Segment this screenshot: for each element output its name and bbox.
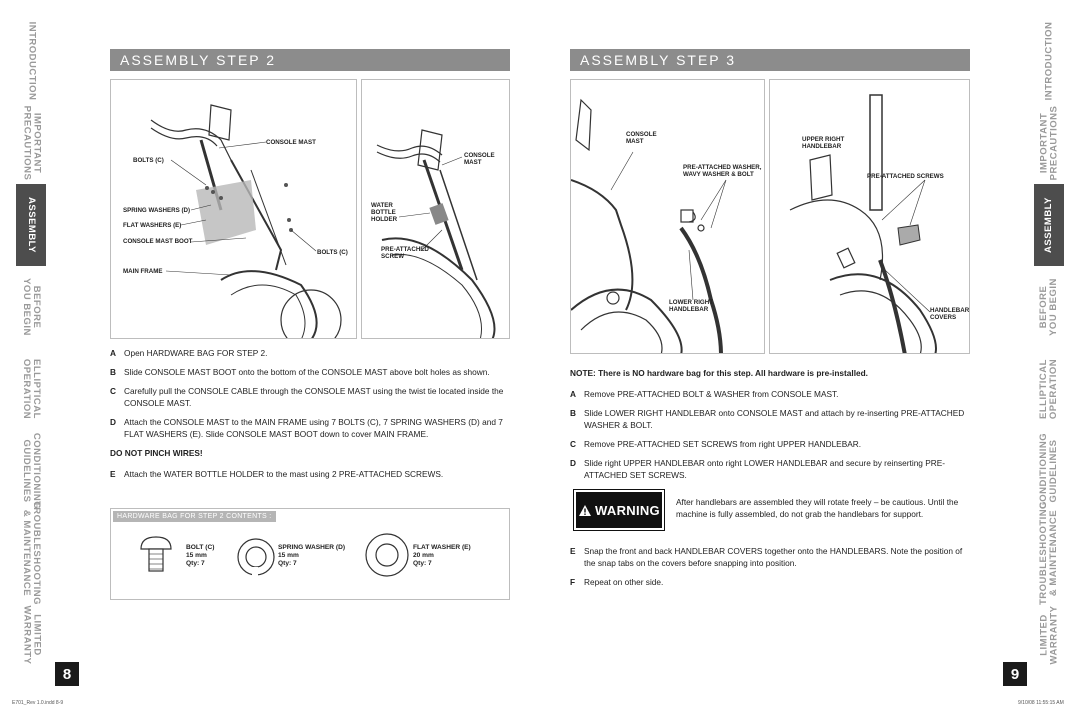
warning-triangle-icon [579,504,592,516]
label-spring-washers: SPRING WASHERS (D) [123,207,191,214]
caution-text: DO NOT PINCH WIRES! [110,448,203,458]
label-flat-washers: FLAT WASHERS (E) [123,222,182,229]
bolt-icon [140,536,172,572]
step2-diagram-main: CONSOLE MAST BOLTS (C) SPRING WASHERS (D… [110,79,357,339]
warning-text: After handlebars are assembled they will… [676,497,959,519]
label-upper-right-handlebar: UPPER RIGHT HANDLEBAR [802,136,845,150]
label-console-mast: CONSOLE MAST [266,139,316,146]
tab-important-precautions[interactable]: IMPORTANT PRECAUTIONS [21,105,42,181]
hardware-bag-title: HARDWARE BAG FOR STEP 2 CONTENTS : [113,511,276,522]
tab-important-precautions[interactable]: IMPORTANT PRECAUTIONS [1038,105,1059,181]
label-console-mast-2: CONSOLE MAST [464,152,495,166]
page-number-left: 8 [55,662,79,686]
assembly-step-3-header: ASSEMBLY STEP 3 [570,49,970,71]
right-section-tabs: INTRODUCTION IMPORTANT PRECAUTIONS ASSEM… [1034,20,1064,676]
page-number-right: 9 [1003,662,1027,686]
tab-limited-warranty[interactable]: LIMITED WARRANTY [1038,605,1060,665]
label-pre-attached-screws: PRE-ATTACHED SCREWS [867,173,944,180]
label-lower-right-handlebar: LOWER RIGHT HANDLEBAR [669,299,713,313]
tab-assembly[interactable]: ASSEMBLY [1034,184,1064,266]
left-section-tabs: INTRODUCTION IMPORTANT PRECAUTIONS ASSEM… [16,20,46,676]
label-water-bottle-holder: WATER BOTTLE HOLDER [371,202,398,223]
tab-introduction[interactable]: INTRODUCTION [1043,21,1055,101]
step2-diagram-water-bottle: CONSOLE MAST WATER BOTTLE HOLDER PRE-ATT… [361,79,510,339]
tab-elliptical-operation[interactable]: ELLIPTICAL OPERATION [1038,358,1059,420]
tab-assembly[interactable]: ASSEMBLY [16,184,46,266]
tab-introduction[interactable]: INTRODUCTION [26,21,38,101]
label-bolts: BOLTS (C) [133,157,164,164]
flat-washer-icon [365,533,409,577]
footer-file-info: E701_Rev 1.0.indd 8-9 [12,700,64,706]
console-mast-assembly-illustration [150,104,342,338]
label-console-mast-boot: CONSOLE MAST BOOT [123,238,193,245]
tab-conditioning-guidelines[interactable]: CONDITIONING GUIDELINES [1038,432,1060,510]
tab-conditioning-guidelines[interactable]: CONDITIONING GUIDELINES [21,432,43,510]
hardware-item-spring-washer: SPRING WASHER (D) 15 mm Qty: 7 [278,544,346,567]
step3-instructions: NOTE: There is NO hardware bag for this … [570,367,970,488]
step3-diagram-upper-handlebar: UPPER RIGHT HANDLEBAR PRE-ATTACHED SCREW… [769,79,970,354]
tab-before-you-begin[interactable]: BEFORE YOU BEGIN [1038,278,1059,336]
hardware-item-flat-washer: FLAT WASHER (E) 20 mm Qty: 7 [413,544,471,567]
label-console-mast-3: CONSOLE MAST [626,131,657,145]
hardware-item-bolt: BOLT (C) 15 mm Qty: 7 [186,544,215,567]
warning-sign: WARNING [573,489,665,531]
label-bolts-2: BOLTS (C) [317,249,348,256]
tab-troubleshooting[interactable]: TROUBLESHOOTING & MAINTENANCE [21,500,42,606]
label-main-frame: MAIN FRAME [123,268,163,275]
hardware-bag-contents: HARDWARE BAG FOR STEP 2 CONTENTS : BOLT … [110,508,510,600]
assembly-step-2-header: ASSEMBLY STEP 2 [110,49,510,71]
lower-handlebar-illustration [571,98,727,353]
tab-troubleshooting[interactable]: TROUBLESHOOTING & MAINTENANCE [1038,500,1059,606]
tab-limited-warranty[interactable]: LIMITED WARRANTY [21,605,43,665]
footer-timestamp: 9/10/08 11:55:15 AM [1018,700,1064,706]
note-no-hardware: NOTE: There is NO hardware bag for this … [570,368,868,378]
tab-before-you-begin[interactable]: BEFORE YOU BEGIN [21,278,42,336]
step3-diagram-lower-handlebar: CONSOLE MAST PRE-ATTACHED WASHER, WAVY W… [570,79,765,354]
hardware-illustrations [140,533,409,579]
tab-elliptical-operation[interactable]: ELLIPTICAL OPERATION [21,358,42,420]
label-pre-attached-washer: PRE-ATTACHED WASHER, WAVY WASHER & BOLT [683,164,762,178]
label-handlebar-covers: HANDLEBAR COVERS [930,307,970,321]
spring-washer-icon [237,538,275,579]
upper-handlebar-illustration [789,94,937,353]
label-pre-attached-screw: PRE-ATTACHED SCREW [381,246,429,260]
water-bottle-holder-illustration [376,129,496,338]
